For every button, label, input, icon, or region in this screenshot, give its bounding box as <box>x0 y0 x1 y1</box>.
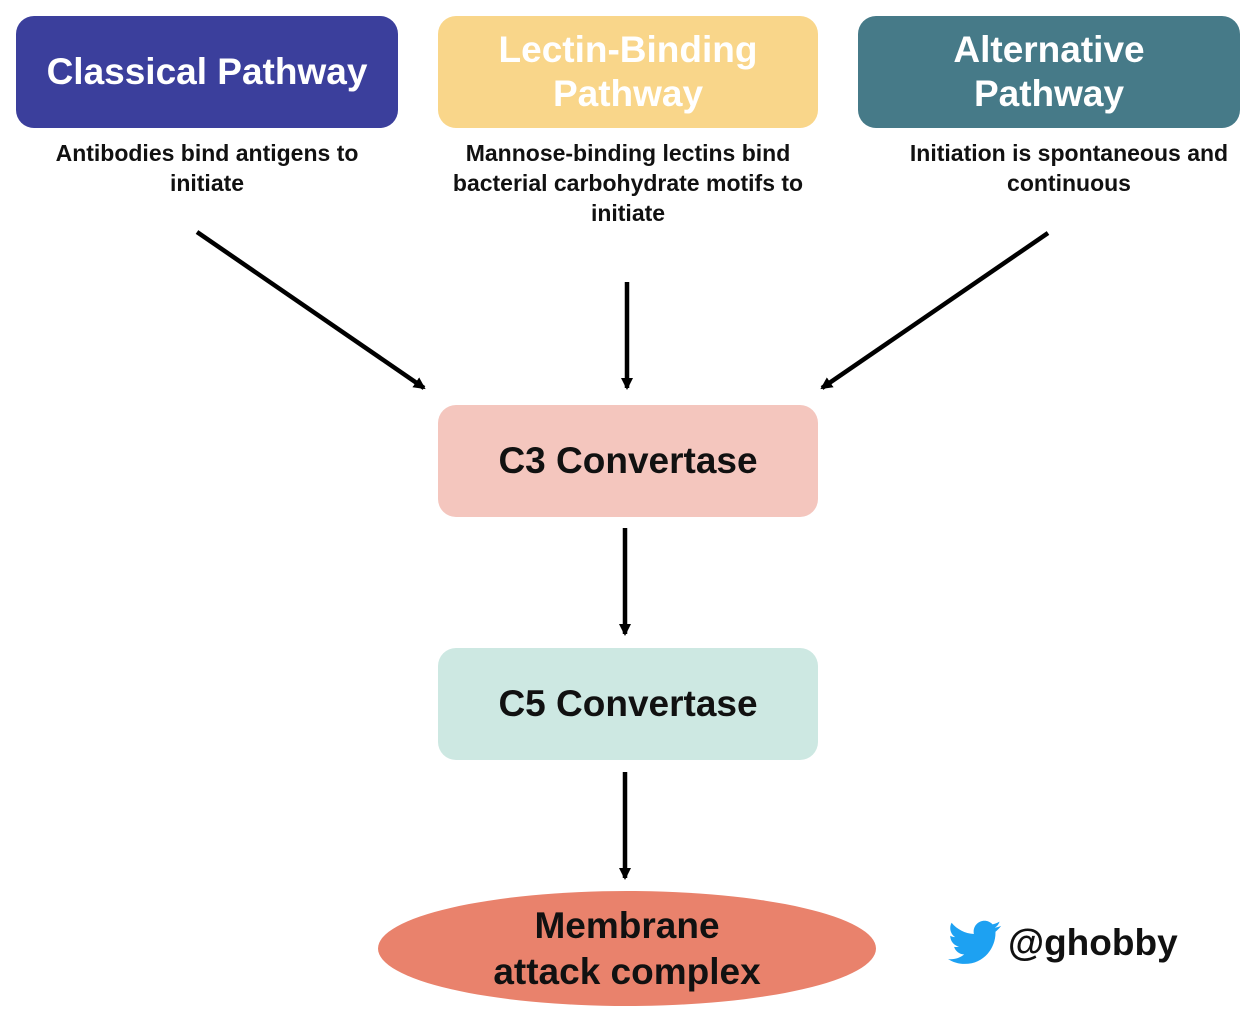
classical-pathway-box: Classical Pathway <box>16 16 398 128</box>
c5-convertase-box: C5 Convertase <box>438 648 818 760</box>
alternative-pathway-description: Initiation is spontaneous and continuous <box>909 140 1229 196</box>
membrane-attack-complex-ellipse: Membrane attack complex <box>378 891 876 1006</box>
arrow-classical-to-c3 <box>195 230 426 390</box>
lectin-binding-pathway-title: Lectin-Binding Pathway <box>498 29 758 114</box>
c5-convertase-title: C5 Convertase <box>498 683 758 725</box>
alternative-pathway-box: Alternative Pathway <box>858 16 1240 128</box>
c3-convertase-title: C3 Convertase <box>498 440 758 482</box>
lectin-binding-pathway-description: Mannose-binding lectins bind bacterial c… <box>452 140 804 226</box>
classical-pathway-description: Antibodies bind antigens to initiate <box>55 140 359 196</box>
twitter-bird-icon <box>948 920 1002 964</box>
arrow-alternative-to-c3 <box>820 231 1050 390</box>
alternative-pathway-title: Alternative Pathway <box>953 29 1145 114</box>
classical-pathway-title: Classical Pathway <box>46 51 368 93</box>
lectin-binding-pathway-box: Lectin-Binding Pathway <box>438 16 818 128</box>
author-handle: @ghobby <box>1008 922 1178 963</box>
author-credit: @ghobby <box>948 920 1178 966</box>
membrane-attack-complex-title: Membrane attack complex <box>493 904 761 992</box>
c3-convertase-box: C3 Convertase <box>438 405 818 517</box>
